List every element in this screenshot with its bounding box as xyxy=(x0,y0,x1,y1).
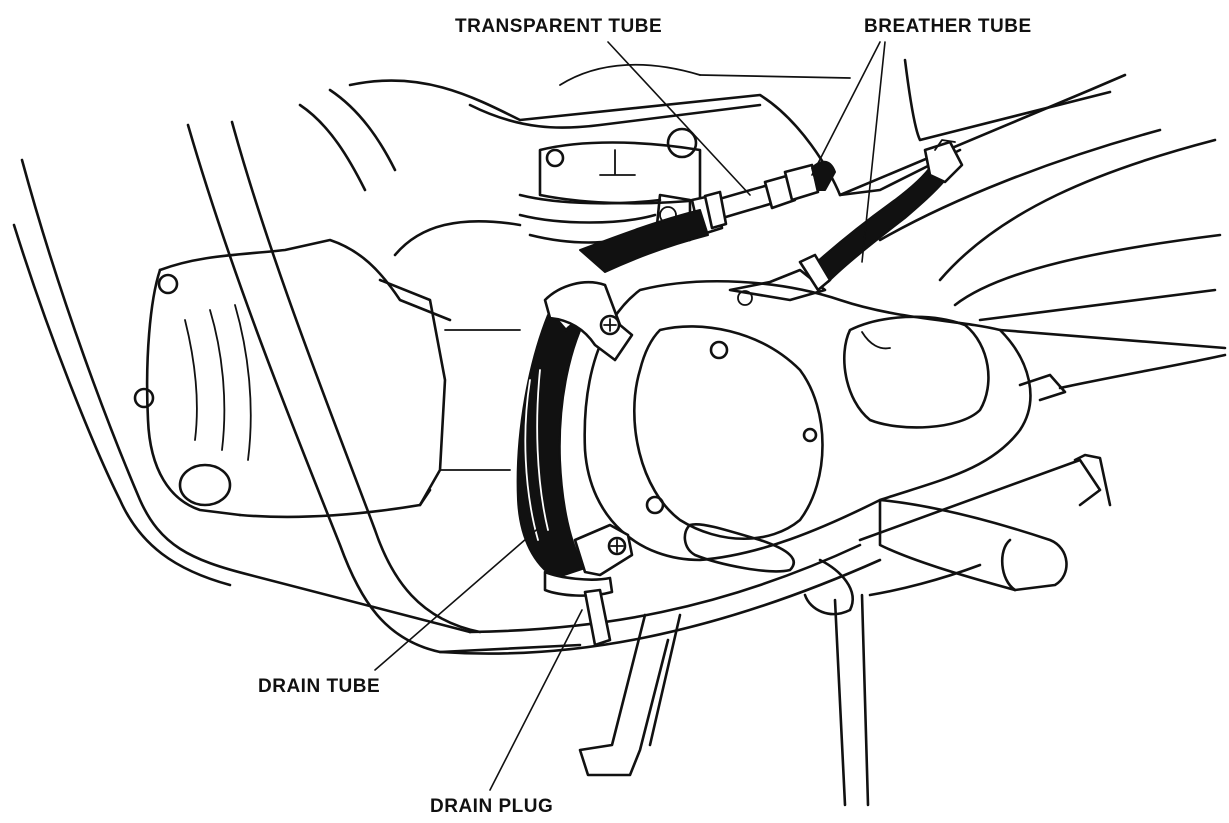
lower-clamp xyxy=(543,523,634,647)
upper-frame xyxy=(298,58,1127,197)
leader-transparent-tube xyxy=(607,41,751,196)
transparent-tube-assembly xyxy=(690,160,836,237)
label-drain-plug: DRAIN PLUG xyxy=(430,796,553,817)
label-drain-tube: DRAIN TUBE xyxy=(258,676,380,697)
labels: TRANSPARENT TUBE BREATHER TUBE DRAIN TUB… xyxy=(258,16,1032,817)
leader-breather-tube-2 xyxy=(861,41,886,263)
label-breather-tube: BREATHER TUBE xyxy=(864,16,1032,37)
upper-clamp xyxy=(543,281,634,362)
frame-tubes xyxy=(12,120,882,655)
crankcase-cover xyxy=(583,128,1227,562)
leader-drain-plug xyxy=(489,609,583,791)
side-stand xyxy=(578,593,870,807)
leader-breather-tube-1 xyxy=(811,41,881,176)
cylinder-head xyxy=(133,219,522,519)
footrest xyxy=(683,453,1112,616)
label-transparent-tube: TRANSPARENT TUBE xyxy=(455,16,662,37)
leader-lines xyxy=(374,41,886,791)
breather-tube xyxy=(798,139,964,292)
leader-drain-tube xyxy=(374,524,543,671)
